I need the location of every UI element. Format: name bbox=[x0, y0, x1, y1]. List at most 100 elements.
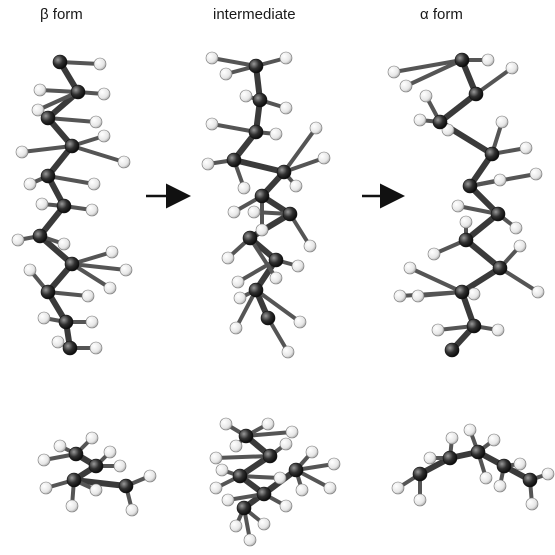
carbon-carbon-bond bbox=[459, 265, 503, 295]
carbon-hydrogen-bond bbox=[254, 288, 302, 324]
carbon-atom bbox=[70, 84, 86, 100]
hydrogen-atom bbox=[143, 469, 157, 483]
carbon-hydrogen-bond bbox=[70, 144, 126, 164]
hydrogen-atom bbox=[31, 103, 45, 117]
carbon-atom bbox=[248, 58, 264, 74]
carbon-atom bbox=[64, 138, 80, 154]
carbon-atom bbox=[40, 110, 56, 126]
carbon-hydrogen-bond bbox=[404, 58, 464, 88]
carbon-atom bbox=[242, 230, 258, 246]
carbon-atom bbox=[248, 124, 264, 140]
carbon-atom bbox=[496, 458, 512, 474]
hydrogen-atom bbox=[201, 157, 215, 171]
hydrogen-atom bbox=[227, 205, 241, 219]
hydrogen-atom bbox=[303, 239, 317, 253]
carbon-atom bbox=[466, 318, 482, 334]
hydrogen-atom bbox=[541, 467, 555, 481]
carbon-hydrogen-bond bbox=[248, 236, 278, 280]
hydrogen-atom bbox=[205, 51, 219, 65]
hydrogen-atom bbox=[39, 481, 53, 495]
hydrogen-atom bbox=[391, 481, 405, 495]
carbon-atom bbox=[232, 468, 248, 484]
hydrogen-atom bbox=[53, 439, 67, 453]
hydrogen-atom bbox=[117, 155, 131, 169]
hydrogen-atom bbox=[233, 291, 247, 305]
hydrogen-atom bbox=[103, 281, 117, 295]
carbon-hydrogen-bond bbox=[244, 430, 294, 438]
carbon-atom bbox=[248, 282, 264, 298]
hydrogen-atom bbox=[85, 203, 99, 217]
alpha-form-label: α form bbox=[420, 6, 463, 23]
carbon-hydrogen-bond bbox=[70, 262, 112, 290]
hydrogen-atom bbox=[387, 65, 401, 79]
hydrogen-atom bbox=[279, 499, 293, 513]
hydrogen-atom bbox=[35, 197, 49, 211]
hydrogen-atom bbox=[89, 483, 103, 497]
hydrogen-atom bbox=[257, 517, 271, 531]
carbon-atom bbox=[288, 462, 304, 478]
hydrogen-atom bbox=[209, 481, 223, 495]
carbon-hydrogen-bond bbox=[236, 258, 278, 284]
hydrogen-atom bbox=[269, 127, 283, 141]
carbon-atom bbox=[260, 310, 276, 326]
hydrogen-atom bbox=[487, 433, 501, 447]
hydrogen-atom bbox=[291, 259, 305, 273]
hydrogen-atom bbox=[279, 437, 293, 451]
carbon-atom bbox=[470, 444, 486, 460]
hydrogen-atom bbox=[51, 335, 65, 349]
hydrogen-atom bbox=[529, 167, 543, 181]
hydrogen-atom bbox=[229, 439, 243, 453]
hydrogen-atom bbox=[509, 221, 523, 235]
alpha-form-end-view bbox=[391, 423, 555, 511]
hydrogen-atom bbox=[97, 129, 111, 143]
hydrogen-atom bbox=[89, 115, 103, 129]
hydrogen-atom bbox=[81, 289, 95, 303]
hydrogen-atom bbox=[423, 451, 437, 465]
hydrogen-atom bbox=[255, 223, 269, 237]
hydrogen-atom bbox=[113, 459, 127, 473]
hydrogen-atom bbox=[209, 451, 223, 465]
hydrogen-atom bbox=[279, 101, 293, 115]
carbon-hydrogen-bond bbox=[498, 266, 540, 294]
hydrogen-atom bbox=[229, 519, 243, 533]
carbon-atom bbox=[252, 92, 268, 108]
hydrogen-atom bbox=[11, 233, 25, 247]
hydrogen-atom bbox=[403, 261, 417, 275]
carbon-atom bbox=[64, 256, 80, 272]
hydrogen-atom bbox=[15, 145, 29, 159]
hydrogen-atom bbox=[279, 51, 293, 65]
hydrogen-atom bbox=[493, 173, 507, 187]
intermediate-label: intermediate bbox=[213, 6, 296, 23]
hydrogen-atom bbox=[57, 237, 71, 251]
carbon-hydrogen-bond bbox=[210, 122, 258, 134]
hydrogen-atom bbox=[273, 471, 287, 485]
hydrogen-atom bbox=[103, 445, 117, 459]
beta-form-end-view bbox=[37, 431, 157, 517]
hydrogen-atom bbox=[459, 215, 473, 229]
carbon-atom bbox=[490, 206, 506, 222]
carbon-atom bbox=[40, 284, 56, 300]
carbon-atom bbox=[52, 54, 68, 70]
carbon-carbon-bond bbox=[463, 237, 503, 271]
hydrogen-atom bbox=[221, 251, 235, 265]
hydrogen-atom bbox=[231, 275, 245, 289]
carbon-hydrogen-bond bbox=[46, 174, 96, 186]
carbon-carbon-bond bbox=[71, 477, 129, 489]
hydrogen-atom bbox=[419, 89, 433, 103]
carbon-atom bbox=[118, 478, 134, 494]
hydrogen-atom bbox=[393, 289, 407, 303]
carbon-atom bbox=[412, 466, 428, 482]
hydrogen-atom bbox=[309, 121, 323, 135]
hydrogen-atom bbox=[105, 245, 119, 259]
beta-form-side-view bbox=[11, 54, 133, 356]
hydrogen-atom bbox=[431, 323, 445, 337]
carbon-hydrogen-bond bbox=[408, 266, 464, 294]
hydrogen-atom bbox=[451, 199, 465, 213]
hydrogen-atom bbox=[93, 57, 107, 71]
carbon-atom bbox=[262, 448, 278, 464]
carbon-hydrogen-bond bbox=[392, 58, 464, 74]
hydrogen-atom bbox=[269, 271, 283, 285]
carbon-carbon-bond bbox=[437, 91, 479, 125]
hydrogen-atom bbox=[305, 445, 319, 459]
carbon-atom bbox=[442, 450, 458, 466]
